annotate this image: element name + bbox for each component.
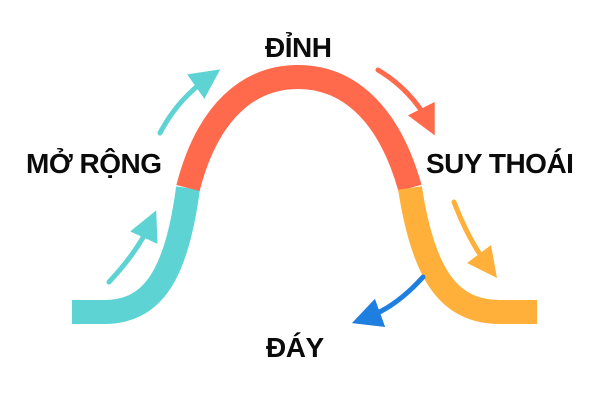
phase-label-recession: SUY THOÁI	[426, 148, 574, 179]
curve-expansion-segment	[72, 186, 200, 324]
peak-arrow-icon	[375, 67, 435, 136]
phase-label-expansion: MỞ RỘNG	[26, 148, 162, 179]
phase-label-trough: ĐÁY	[266, 332, 324, 363]
expansion-arrow-lower-icon	[106, 210, 158, 285]
curve-peak-segment	[176, 64, 422, 192]
curve-recession-segment	[398, 186, 537, 324]
trough-arrow-icon	[351, 274, 426, 327]
expansion-arrow-upper-icon	[157, 69, 221, 136]
phase-label-peak: ĐỈNH	[265, 32, 332, 63]
recession-arrow-icon	[451, 199, 497, 279]
